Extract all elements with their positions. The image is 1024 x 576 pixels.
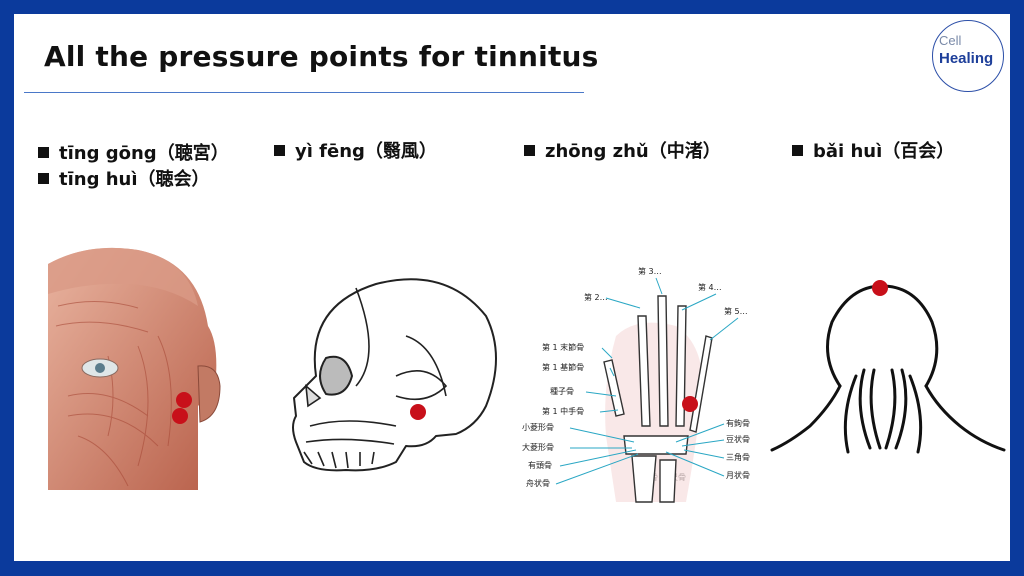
point-ting-hui-marker	[172, 408, 188, 424]
logo-line1: Cell	[939, 33, 962, 48]
label-text: tīng huì（聴会）	[59, 169, 210, 190]
hand-label-triquetrum: 三角骨	[726, 452, 750, 462]
hand-label-hamate: 有鉤骨	[726, 418, 750, 428]
label-bai-hui: bǎi huì（百会）	[792, 137, 954, 163]
skull-illustration	[286, 266, 502, 494]
point-zhong-zhu-marker	[682, 396, 698, 412]
hand-label-sesamoid: 種子骨	[550, 386, 574, 396]
hand-label-finger3: 第 3…	[638, 266, 662, 276]
hand-label-trapezoid: 小菱形骨	[522, 422, 554, 432]
bullet-square-icon	[524, 144, 535, 156]
cell-healing-logo: Cell Healing	[932, 20, 1004, 92]
hand-bone-illustration: 第 3… 第 4… 第 2… 第 5… 第 1 末節骨 第 1 基節骨 種子骨 …	[506, 266, 766, 506]
title-underline	[24, 92, 584, 93]
face-muscle-illustration	[48, 246, 228, 490]
label-text: zhōng zhǔ（中渚）	[545, 141, 721, 162]
head-back-illustration	[770, 276, 1006, 462]
label-zhong-zhu: zhōng zhǔ（中渚）	[524, 137, 721, 163]
hand-label-lunate: 月状骨	[726, 470, 750, 480]
hand-label-proximal-phalanx: 第 1 基節骨	[542, 362, 584, 372]
label-text: yì fēng（翳風）	[295, 141, 437, 162]
hand-label-finger5: 第 5…	[724, 306, 748, 316]
slide-title: All the pressure points for tinnitus	[44, 40, 599, 73]
label-ting-gong: tīng gōng（聴宮）	[38, 139, 229, 165]
point-bai-hui-marker	[872, 280, 888, 296]
point-yi-feng-marker	[410, 404, 426, 420]
bullet-square-icon	[792, 144, 803, 156]
bullet-square-icon	[274, 144, 285, 156]
label-ting-hui: tīng huì（聴会）	[38, 165, 210, 191]
hand-label-metacarpal1: 第 1 中手骨	[542, 406, 584, 416]
label-text: bǎi huì（百会）	[813, 141, 955, 162]
hand-label-pisiform: 豆状骨	[726, 434, 750, 444]
label-text: tīng gōng（聴宮）	[59, 143, 229, 164]
bullet-square-icon	[38, 146, 49, 158]
hand-label-scaphoid: 舟状骨	[526, 478, 550, 488]
label-yi-feng: yì fēng（翳風）	[274, 137, 437, 163]
hand-label-finger2: 第 2…	[584, 292, 608, 302]
hand-label-finger4: 第 4…	[698, 282, 722, 292]
hand-label-trapezium: 大菱形骨	[522, 442, 554, 452]
point-ting-gong-marker	[176, 392, 192, 408]
bullet-square-icon	[38, 172, 49, 184]
hand-label-capitate: 有頭骨	[528, 460, 552, 470]
logo-line2: Healing	[939, 50, 994, 67]
hand-label-distal-phalanx: 第 1 末節骨	[542, 342, 584, 352]
slide: All the pressure points for tinnitus Cel…	[14, 14, 1010, 561]
